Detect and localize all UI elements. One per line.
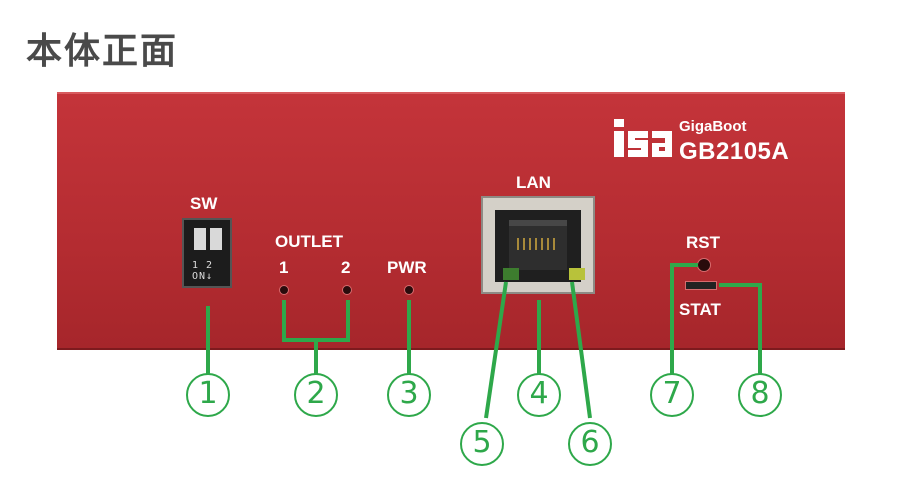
brand-name: GigaBoot xyxy=(679,118,747,135)
stat-led xyxy=(685,281,717,290)
dip-switch-2[interactable] xyxy=(210,228,222,250)
callout-8: 8 xyxy=(738,373,782,417)
callout-1: 1 xyxy=(186,373,230,417)
lan-speed-led xyxy=(569,268,585,280)
callout-3: 3 xyxy=(387,373,431,417)
dip-switch-1[interactable] xyxy=(194,228,206,250)
page-title: 本体正面 xyxy=(26,31,179,72)
callout-7: 7 xyxy=(650,373,694,417)
model-name: GB2105A xyxy=(679,138,790,165)
lan-link-led xyxy=(503,268,519,280)
outlet-2-label: 2 xyxy=(341,258,351,277)
isa-logo xyxy=(614,119,672,157)
callout-2: 2 xyxy=(294,373,338,417)
callout-5: 5 xyxy=(460,422,504,466)
sw-label: SW xyxy=(190,194,218,213)
stat-label: STAT xyxy=(679,300,721,319)
outlet-2-led xyxy=(342,285,352,295)
callout-6: 6 xyxy=(568,422,612,466)
pwr-label: PWR xyxy=(387,258,427,277)
lan-port[interactable] xyxy=(481,196,595,294)
dip-switch[interactable]: 1 2 ON↓ xyxy=(182,218,232,288)
dip-switch-markings: 1 2 ON↓ xyxy=(192,260,214,282)
outlet-label: OUTLET xyxy=(275,232,343,251)
outlet-1-label: 1 xyxy=(279,258,289,277)
outlet-1-led xyxy=(279,285,289,295)
rst-label: RST xyxy=(686,233,720,252)
pwr-led xyxy=(404,285,414,295)
lan-label: LAN xyxy=(516,173,551,192)
callout-4: 4 xyxy=(517,373,561,417)
